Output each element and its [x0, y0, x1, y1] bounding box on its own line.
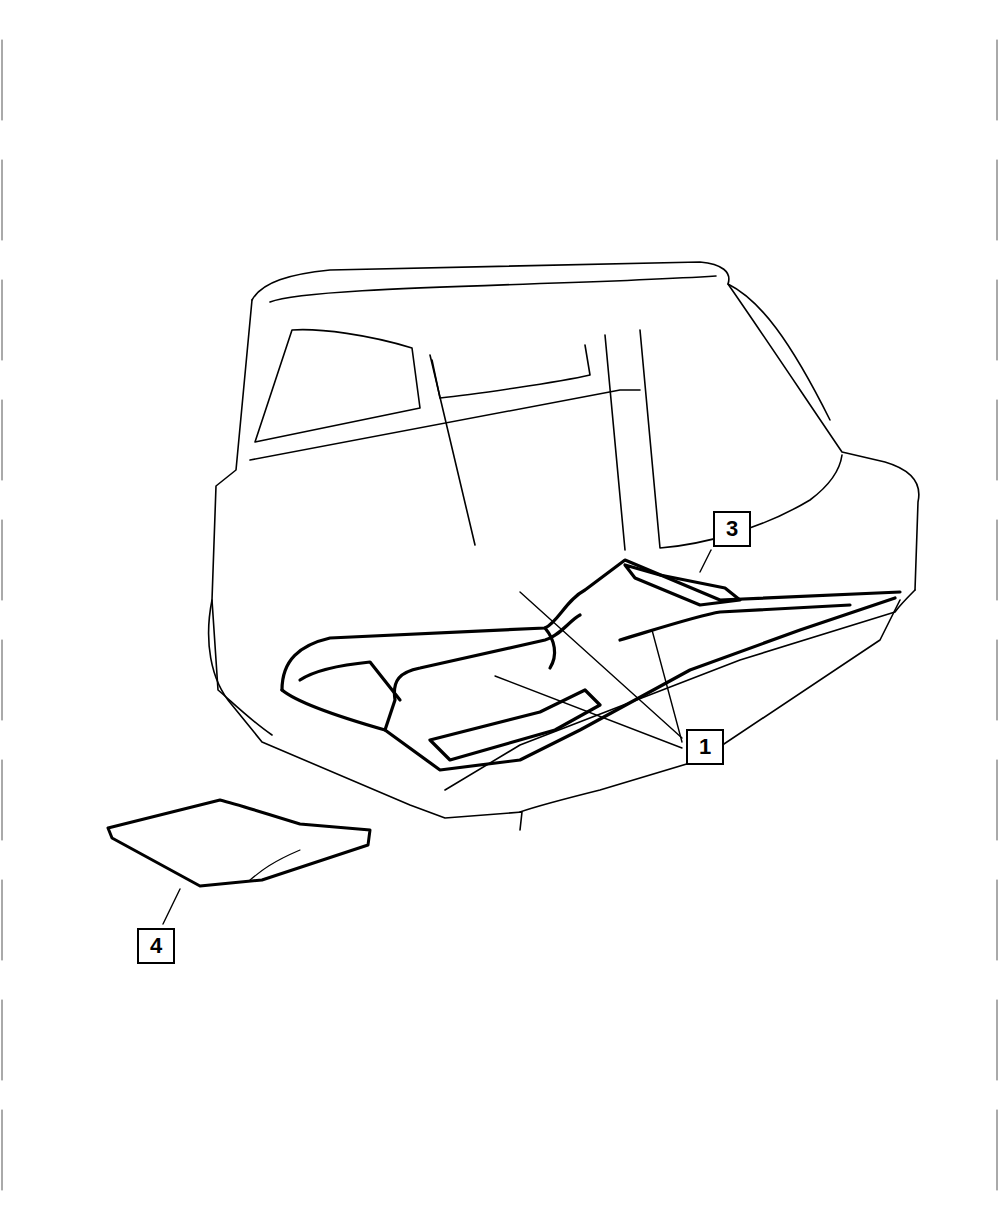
page-edge-marks	[2, 40, 997, 1190]
floor-mat-fold	[250, 850, 300, 880]
callout-number: 4	[137, 928, 175, 964]
floor-mat	[108, 800, 370, 886]
callout-number: 3	[713, 511, 751, 547]
callout-number: 1	[686, 729, 724, 765]
floor-carpet	[282, 560, 900, 770]
leader-lines	[163, 550, 711, 924]
cab-body	[209, 262, 919, 830]
